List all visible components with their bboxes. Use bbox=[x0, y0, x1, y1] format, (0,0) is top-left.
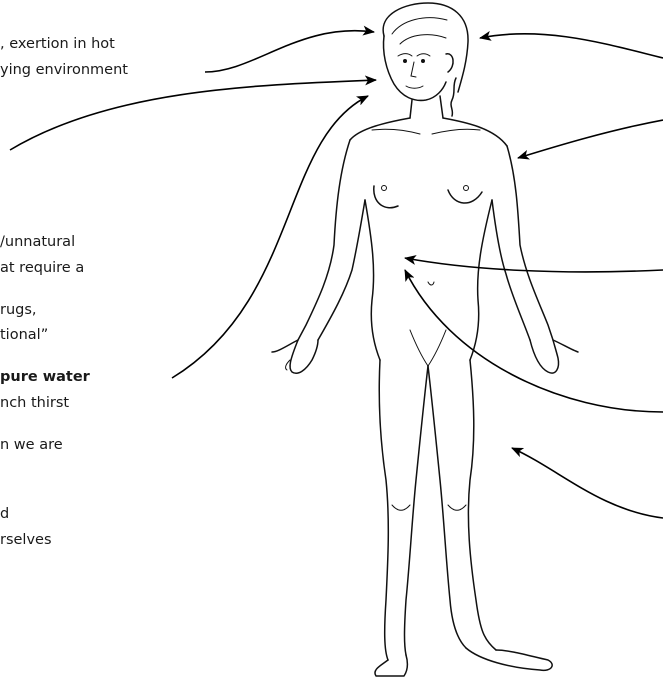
arrow-abdomen bbox=[405, 258, 663, 272]
arrow-leg-right bbox=[512, 448, 663, 518]
left-arrows bbox=[10, 31, 376, 378]
arrow-head-right bbox=[480, 34, 663, 58]
human-body-figure bbox=[272, 3, 578, 676]
right-arrows bbox=[405, 34, 663, 518]
arrow-neck-left bbox=[172, 96, 368, 378]
arrow-shoulder-right bbox=[518, 120, 663, 158]
arrow-face-left bbox=[10, 80, 376, 150]
arrow-head-left-upper bbox=[205, 31, 374, 72]
